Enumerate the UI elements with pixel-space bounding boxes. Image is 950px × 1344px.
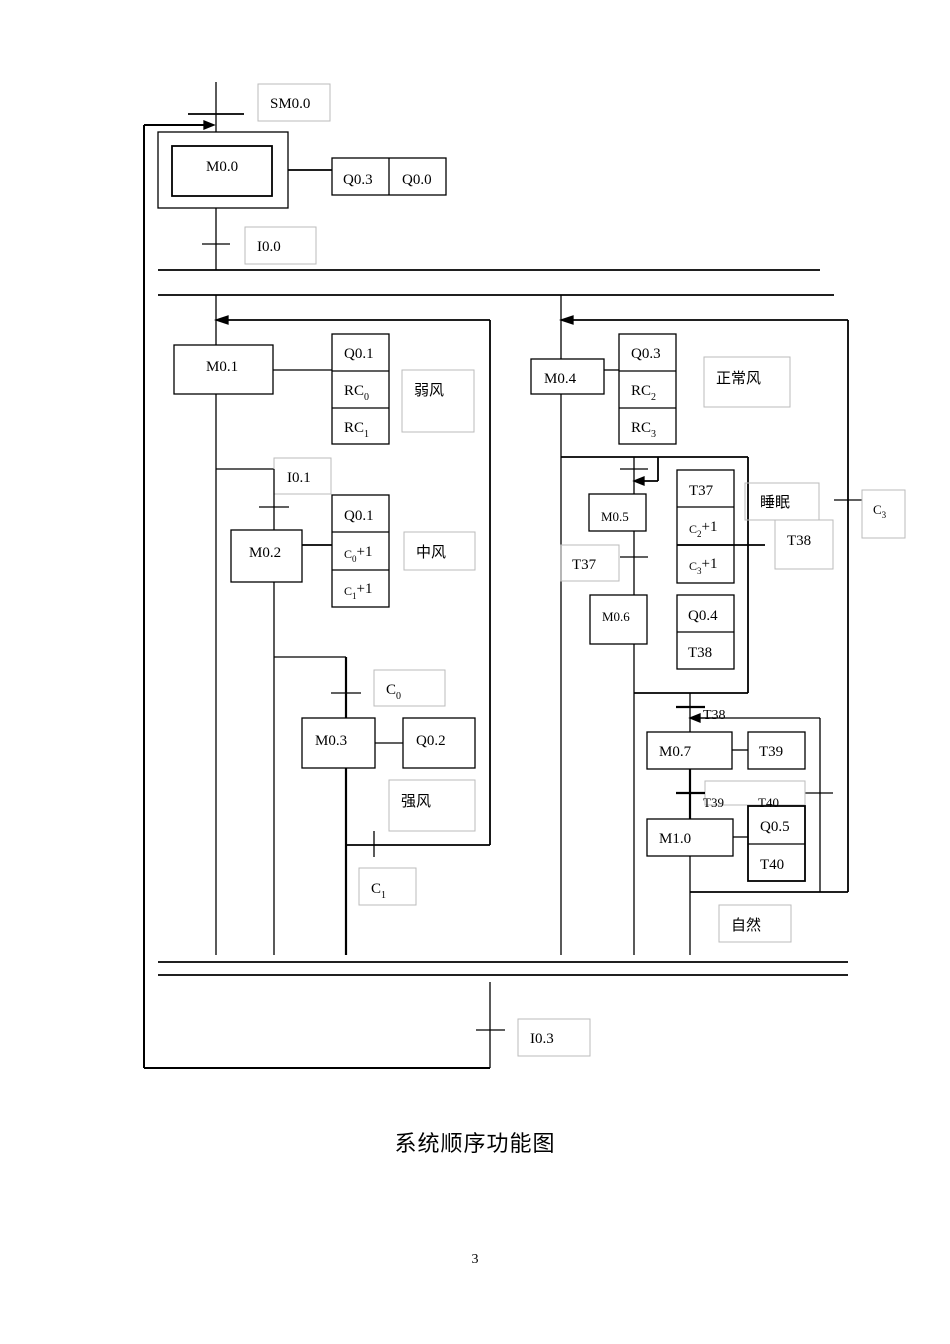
label-sm00: SM0.0 — [270, 96, 310, 112]
action-m04-a: Q0.3 — [631, 346, 661, 362]
note-normal: 正常风 — [716, 369, 761, 387]
action-m02-c: C1+1 — [344, 581, 372, 601]
label-c3: C3 — [873, 502, 887, 520]
step-m03: M0.3 — [315, 733, 347, 749]
step-m05: M0.5 — [601, 509, 629, 524]
action-m04-b: RC2 — [631, 383, 656, 403]
action-m01-a: Q0.1 — [344, 346, 374, 362]
action-m05-a: T37 — [689, 483, 714, 499]
note-medium: 中风 — [416, 543, 446, 561]
action-m00-b: Q0.0 — [402, 172, 432, 188]
label-c1: C1 — [371, 881, 386, 901]
action-m06-b: T38 — [688, 645, 712, 661]
action-m02-a: Q0.1 — [344, 508, 374, 524]
action-m02-b: C0+1 — [344, 544, 372, 564]
step-m07: M0.7 — [659, 744, 692, 760]
label-t37: T37 — [572, 557, 597, 573]
label-i00: I0.0 — [257, 239, 281, 255]
label-t38-sleep: T38 — [787, 533, 811, 549]
step-m06: M0.6 — [602, 609, 630, 624]
action-m10-b: T40 — [760, 857, 784, 873]
note-weak: 弱风 — [414, 381, 444, 399]
step-m04: M0.4 — [544, 371, 577, 387]
action-m10-a: Q0.5 — [760, 819, 790, 835]
label-t39: T39 — [703, 795, 724, 810]
step-m02: M0.2 — [249, 545, 281, 561]
step-m01: M0.1 — [206, 359, 238, 375]
step-m10: M1.0 — [659, 831, 691, 847]
action-m01-c: RC1 — [344, 420, 369, 440]
step-m00: M0.0 — [206, 159, 238, 175]
action-m03-a: Q0.2 — [416, 733, 446, 749]
figure-caption: 系统顺序功能图 — [394, 1132, 556, 1157]
action-m05-c: C3+1 — [689, 556, 717, 576]
label-c0: C0 — [386, 682, 401, 702]
note-strong: 强风 — [401, 792, 431, 810]
action-m05-b: C2+1 — [689, 519, 717, 539]
label-t40: T40 — [758, 795, 779, 810]
note-sleep: 睡眠 — [760, 493, 790, 511]
page-number: 3 — [471, 1252, 479, 1267]
action-m00-a: Q0.3 — [343, 172, 373, 188]
action-m01-b: RC0 — [344, 383, 369, 403]
action-m04-c: RC3 — [631, 420, 656, 440]
note-natural: 自然 — [731, 916, 761, 934]
label-i03: I0.3 — [530, 1031, 554, 1047]
label-t38: T38 — [703, 708, 726, 723]
action-m06-a: Q0.4 — [688, 608, 718, 624]
action-m07-a: T39 — [759, 744, 783, 760]
label-i01: I0.1 — [287, 470, 311, 486]
